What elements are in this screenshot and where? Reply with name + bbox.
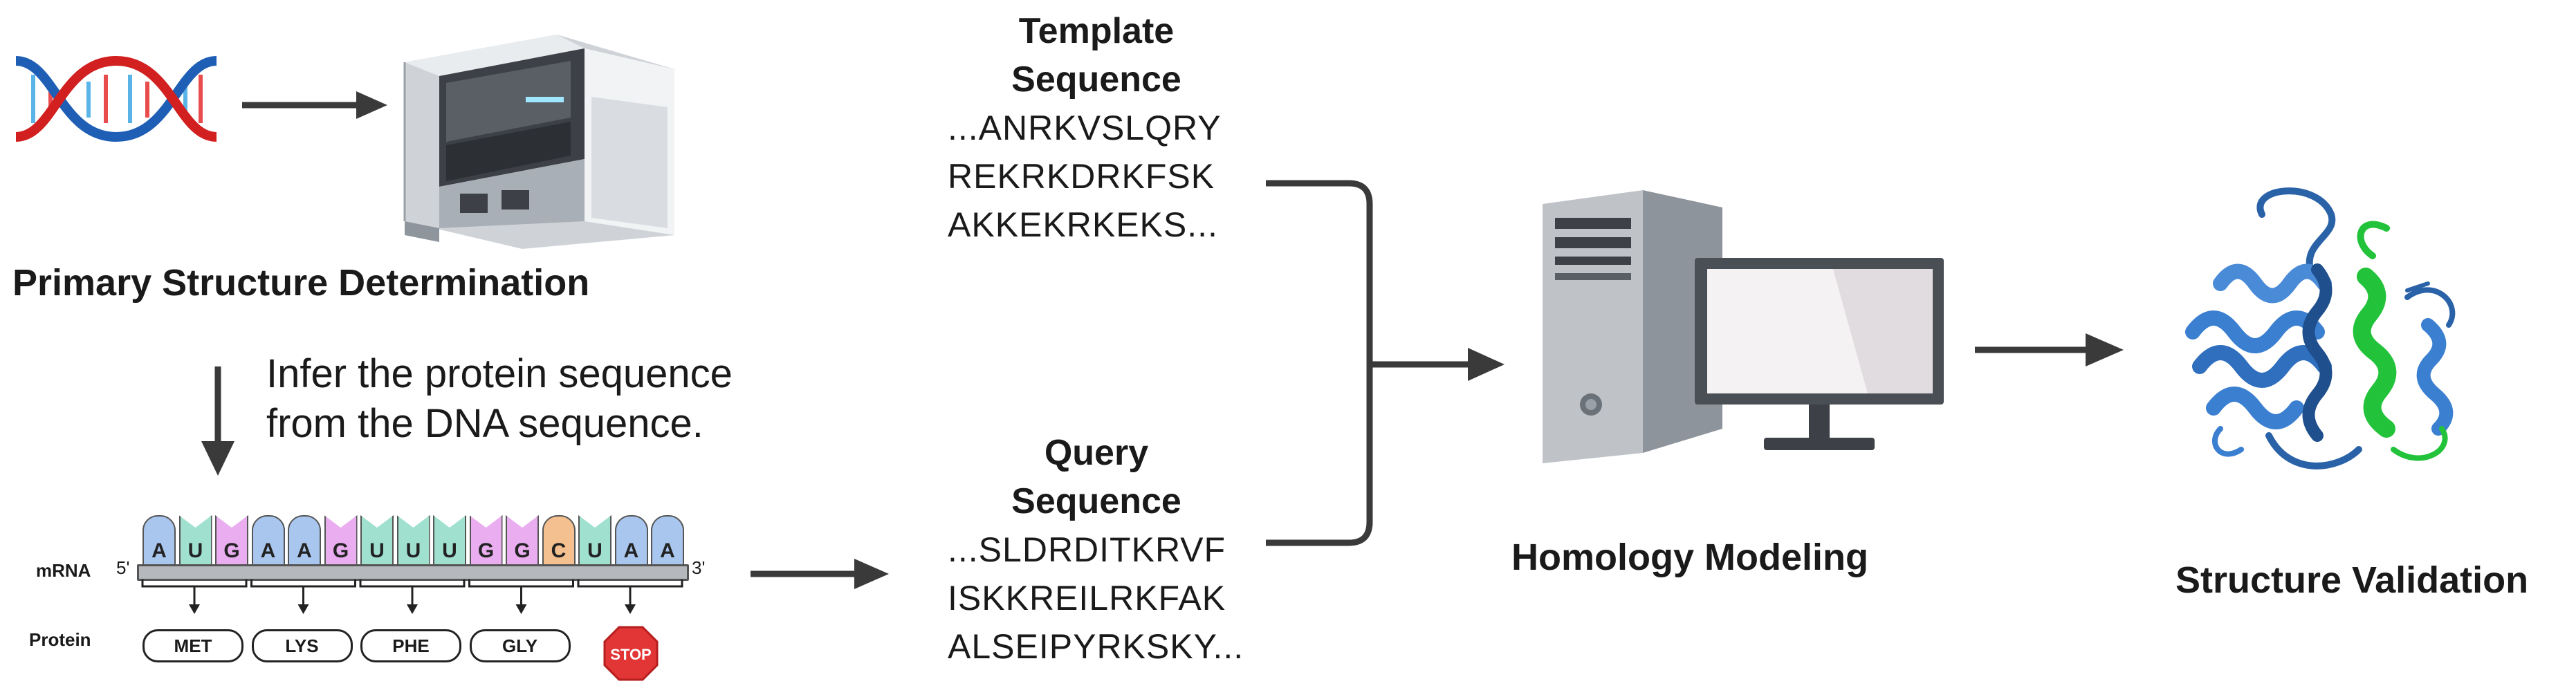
nucleotide-u: U xyxy=(360,515,394,572)
five-prime-label: 5' xyxy=(116,557,130,578)
query-title-line-1: Query xyxy=(1044,433,1149,473)
stop-sign-icon: STOP xyxy=(603,626,659,681)
codon-arrow xyxy=(189,604,200,614)
codon-arrow xyxy=(407,604,418,614)
template-title: Template Sequence xyxy=(948,7,1245,104)
codon-bracket xyxy=(468,579,574,607)
codon-bracket xyxy=(141,579,248,607)
query-line-1: ...SLDRDITKRVF xyxy=(948,530,1226,569)
template-line-1: ...ANRKVSLQRY xyxy=(948,109,1222,147)
codon-bracket xyxy=(359,579,466,607)
protein-residue-met: MET xyxy=(142,629,243,662)
nucleotide-u: U xyxy=(433,515,466,572)
nucleotide-a: A xyxy=(651,515,684,572)
nucleotide-g: G xyxy=(506,515,539,572)
stop-sign-label: STOP xyxy=(610,646,652,663)
merge-bracket-arrow xyxy=(1266,180,1505,546)
codon-arrow xyxy=(625,604,636,614)
nucleotide-a: A xyxy=(614,515,648,572)
infer-text-line-2: from the DNA sequence. xyxy=(266,401,703,446)
nucleotide-u: U xyxy=(396,515,430,572)
query-title: Query Sequence xyxy=(948,429,1245,526)
sequencer-machine-icon xyxy=(403,35,674,249)
infer-text: Infer the protein sequence from the DNA … xyxy=(266,349,733,449)
computer-icon xyxy=(1543,190,1944,463)
codon-bracket xyxy=(577,579,683,607)
primary-structure-title: Primary Structure Determination xyxy=(12,262,590,304)
protein-residue-phe: PHE xyxy=(360,629,461,662)
arrow-dna-to-sequencer xyxy=(242,91,387,119)
nucleotide-c: C xyxy=(542,515,576,572)
template-sequence-block: Template Sequence ...ANRKVSLQRY REKRKDRK… xyxy=(948,7,1245,249)
codon-arrow xyxy=(515,604,527,614)
codon-arrow xyxy=(297,604,309,614)
query-sequence-block: Query Sequence ...SLDRDITKRVF ISKKREILRK… xyxy=(948,429,1245,671)
nucleotide-g: G xyxy=(324,515,358,572)
nucleotide-a: A xyxy=(142,515,176,572)
nucleotide-a: A xyxy=(251,515,285,572)
protein-residue-lys: LYS xyxy=(251,629,353,662)
template-line-3: AKKEKRKEKS... xyxy=(948,205,1218,244)
nucleotide-g: G xyxy=(469,515,503,572)
three-prime-label: 3' xyxy=(692,557,706,578)
mrna-backbone xyxy=(137,564,689,581)
nucleotide-g: G xyxy=(215,515,248,572)
template-title-line-2: Sequence xyxy=(1011,59,1181,100)
nucleotide-u: U xyxy=(578,515,611,572)
template-sequence-text: ...ANRKVSLQRY REKRKDRKFSK AKKEKRKEKS... xyxy=(948,104,1245,249)
query-sequence-text: ...SLDRDITKRVF ISKKREILRKFAK ALSEIPYRKSK… xyxy=(948,526,1245,671)
query-line-2: ISKKREILRKFAK xyxy=(948,579,1226,617)
protein-label: Protein xyxy=(29,629,91,650)
structure-validation-title: Structure Validation xyxy=(2175,559,2529,601)
arrow-to-structure xyxy=(1975,333,2124,366)
arrow-mrna-to-query xyxy=(751,559,889,589)
protein-structure-icon xyxy=(2185,187,2456,470)
protein-residue-gly: GLY xyxy=(469,629,571,662)
query-title-line-2: Sequence xyxy=(1011,481,1181,521)
infer-text-line-1: Infer the protein sequence xyxy=(266,351,733,396)
nucleotide-u: U xyxy=(178,515,212,572)
template-title-line-1: Template xyxy=(1018,11,1175,51)
dna-helix-icon xyxy=(15,55,217,142)
template-line-2: REKRKDRKFSK xyxy=(948,157,1215,196)
codon-brackets xyxy=(141,579,683,614)
homology-modeling-title: Homology Modeling xyxy=(1511,537,1868,578)
query-line-3: ALSEIPYRKSKY... xyxy=(948,627,1244,666)
arrow-down-to-mrna xyxy=(201,366,234,476)
codon-bracket xyxy=(250,579,356,607)
nucleotide-a: A xyxy=(288,515,321,572)
mrna-label: mRNA xyxy=(36,560,91,581)
